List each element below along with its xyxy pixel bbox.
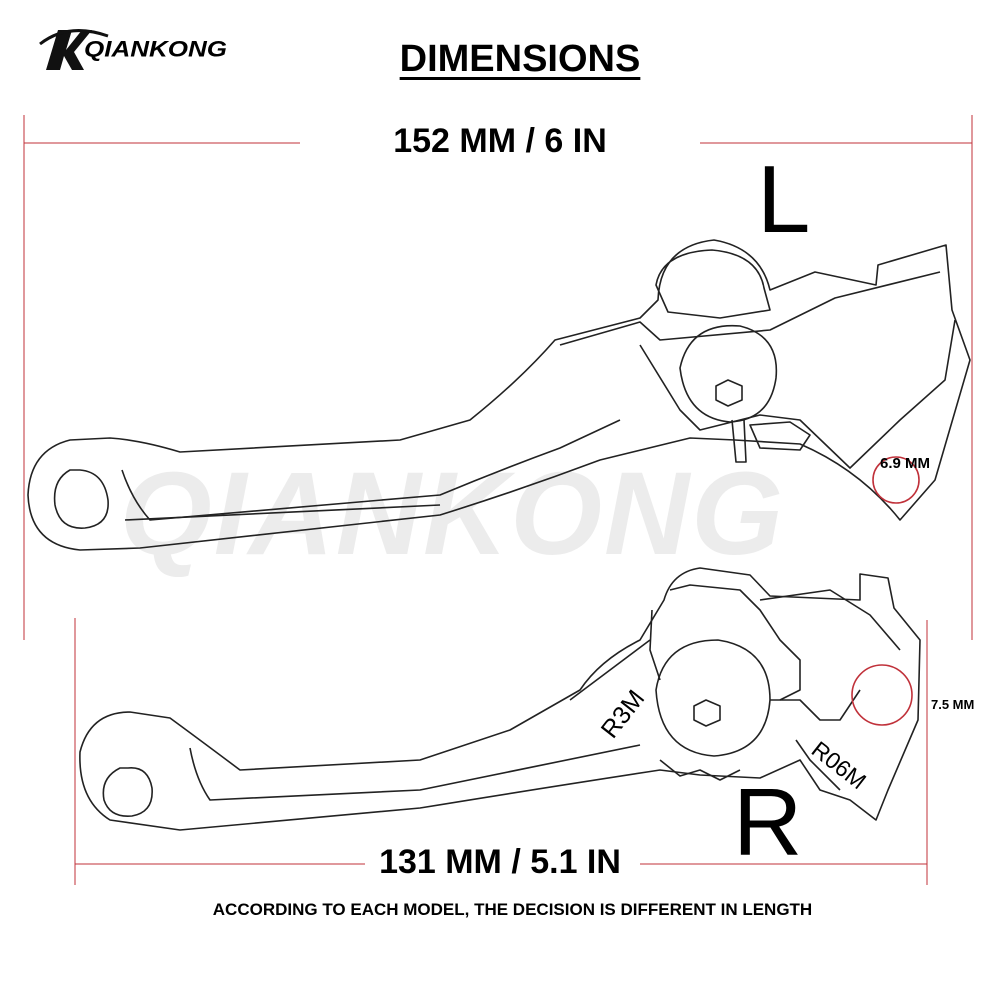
watermark-text: QIANKONG <box>120 448 785 580</box>
right-hole-marker <box>851 664 913 726</box>
right-lever-outline <box>79 567 921 831</box>
left-lever-outline <box>27 239 971 551</box>
right-hole-diameter-label: 7.5 MM <box>931 697 975 712</box>
brand-logo-icon <box>39 29 109 70</box>
brand-name: QIANKONG <box>84 36 227 62</box>
page-title: DIMENSIONS <box>399 38 641 80</box>
overall-length-right-label: 131 MM / 5.1 IN <box>379 843 621 881</box>
bottom-dimension-line <box>74 618 928 885</box>
left-hole-marker <box>872 456 920 504</box>
right-lever-label: R <box>733 769 803 876</box>
top-dimension-line <box>23 115 973 640</box>
footer-note: ACCORDING TO EACH MODEL, THE DECISION IS… <box>212 900 813 919</box>
left-hole-diameter-label: 6.9 MM <box>880 455 931 472</box>
overall-length-left-label: 152 MM / 6 IN <box>300 122 700 161</box>
left-lever-label: L <box>757 146 811 253</box>
